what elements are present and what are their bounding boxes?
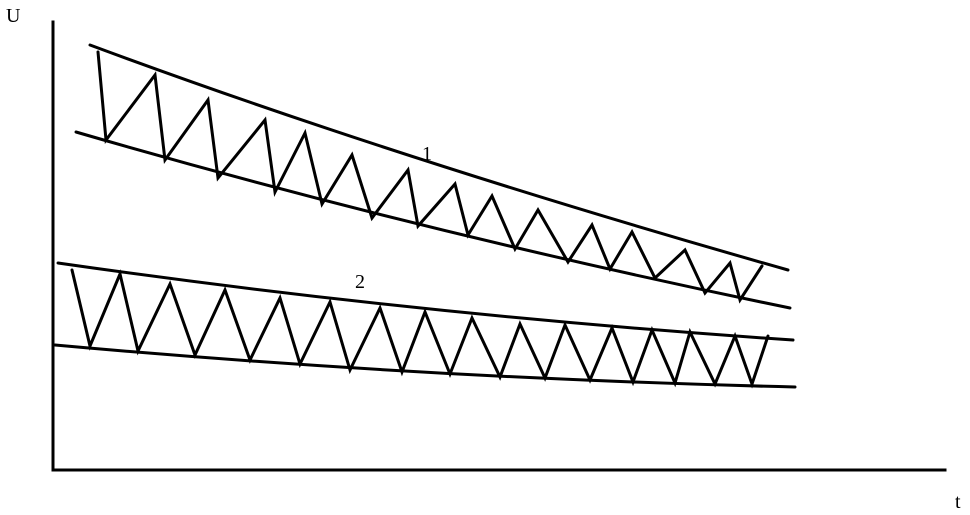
curve-2-label: 2	[355, 271, 365, 293]
curve-1-label: 1	[422, 143, 432, 165]
band-1-lower-envelope	[74, 130, 792, 310]
band-2-sawtooth	[70, 268, 770, 389]
band-1-upper-envelope	[88, 43, 790, 272]
band-1-sawtooth	[96, 50, 764, 304]
y-axis-label: U	[6, 5, 21, 27]
x-axis-label: t	[955, 491, 961, 513]
band-2-upper-envelope	[56, 261, 795, 342]
band-2-lower-envelope	[53, 343, 797, 389]
